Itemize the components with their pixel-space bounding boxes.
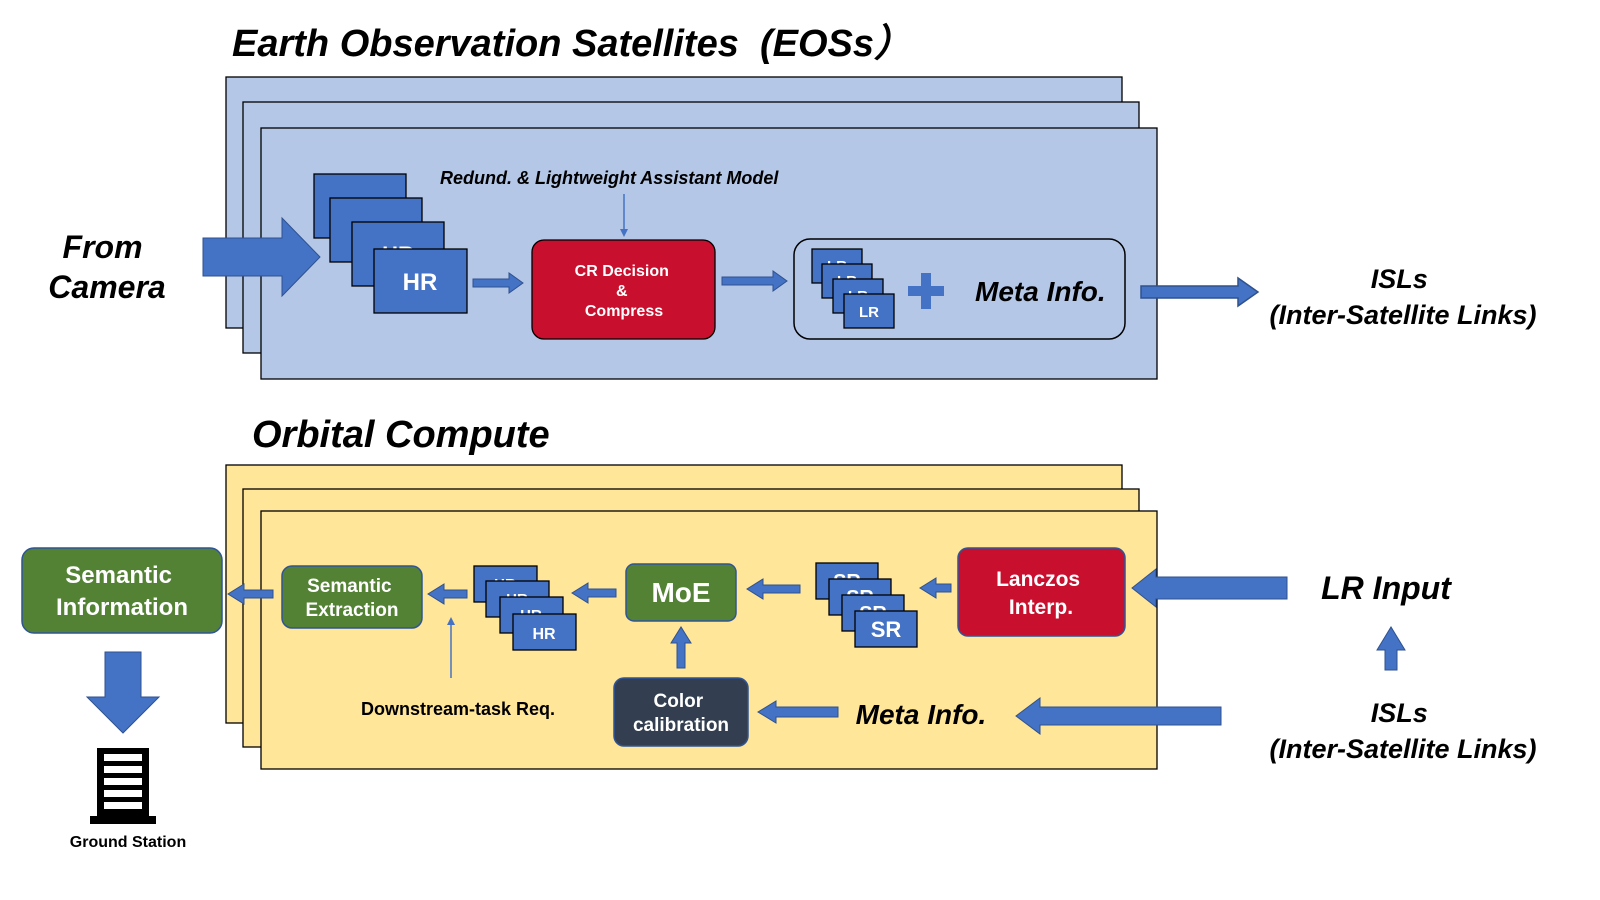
sr-to-moe-arrow [746,578,801,600]
lanczos-line1: Lanczos [996,568,1080,591]
sr-image-4-label: SR [871,617,902,642]
cr-decision-label: CR Decision & Compress [575,263,674,320]
cr-line2: & [616,283,628,300]
lr-image-4 [843,293,895,329]
lanczos-box [957,547,1126,637]
hr-to-extraction-arrow [427,583,468,605]
color-to-moe-arrow [670,626,692,669]
from-camera-line2: Camera [48,269,165,305]
cr-to-lr-arrow [721,270,788,292]
color-calibration-line1: Color [654,691,704,712]
from-camera-line1: From [63,229,143,265]
cr-decision-box [531,239,716,340]
ground-down-arrow [85,651,161,734]
extraction-to-info-arrow [227,583,274,605]
oc-isl-label: ISLs (Inter-Satellite Links) [1269,698,1536,764]
sr-image-4 [854,610,918,648]
oc-isl-line1: ISLs [1371,698,1428,728]
eos-isl-line2: (Inter-Satellite Links) [1269,300,1536,330]
eos-title: Earth Observation Satellites (EOSs） [232,22,912,65]
ground-station-label: Ground Station [70,834,186,851]
hr-image-4-label: HR [403,269,438,296]
lr-image-stack: LR LR LR LR [811,248,895,329]
semantic-extraction-box [281,565,423,629]
color-calibration-line2: calibration [633,715,729,736]
meta-to-color-arrow [757,700,839,724]
eos-meta-info-label: Meta Info. [975,276,1106,307]
eos-isl-label: ISLs (Inter-Satellite Links) [1269,264,1536,330]
lanczos-label: Lanczos Interp. [996,568,1086,619]
from-camera-label: From Camera [48,229,165,305]
downstream-task-label: Downstream-task Req. [361,699,555,719]
moe-label: MoE [651,577,710,608]
hr-to-cr-arrow [472,272,524,294]
hr-image-stack: HR HR HR HR [313,173,468,314]
lanczos-to-sr-arrow [919,577,952,599]
color-calibration-box [613,677,749,747]
semantic-information-line1: Semantic [65,562,172,589]
color-calibration-label: Color calibration [633,691,729,736]
oc-title: Orbital Compute [252,414,550,456]
rhr-image-4-label: HR [532,626,556,643]
lr-input-label: LR Input [1321,570,1452,606]
semantic-information-line2: Information [56,594,188,621]
eos-isl-line1: ISLs [1371,264,1428,294]
semantic-extraction-label: Semantic Extraction [306,576,399,621]
reconstructed-hr-stack: HR HR HR HR [473,565,577,651]
plus-icon [908,273,944,309]
cr-line1: CR Decision [575,263,669,280]
hr-image-4 [373,248,468,314]
rhr-image-4 [512,613,577,651]
oc-meta-info-label: Meta Info. [856,699,987,730]
server-icon [90,748,156,824]
semantic-extraction-line1: Semantic [307,576,392,597]
lanczos-line2: Interp. [1009,596,1073,619]
moe-to-hr-arrow [571,582,617,604]
isl-to-lr-arrow [1376,626,1406,671]
semantic-information-box [21,547,223,634]
lr-image-4-label: LR [859,304,879,321]
isl-to-meta-arrow [1015,697,1222,735]
camera-input-arrow [202,216,321,298]
semantic-extraction-line2: Extraction [306,600,399,621]
moe-box [625,563,737,622]
semantic-information-label: Semantic Information [56,562,188,621]
lr-input-arrow [1131,567,1288,609]
cr-line3: Compress [585,303,663,320]
sr-image-stack: SR SR SR SR [815,562,918,648]
assistant-model-label: Redund. & Lightweight Assistant Model [440,168,779,188]
oc-isl-line2: (Inter-Satellite Links) [1269,734,1536,764]
eos-output-arrow [1140,276,1260,308]
